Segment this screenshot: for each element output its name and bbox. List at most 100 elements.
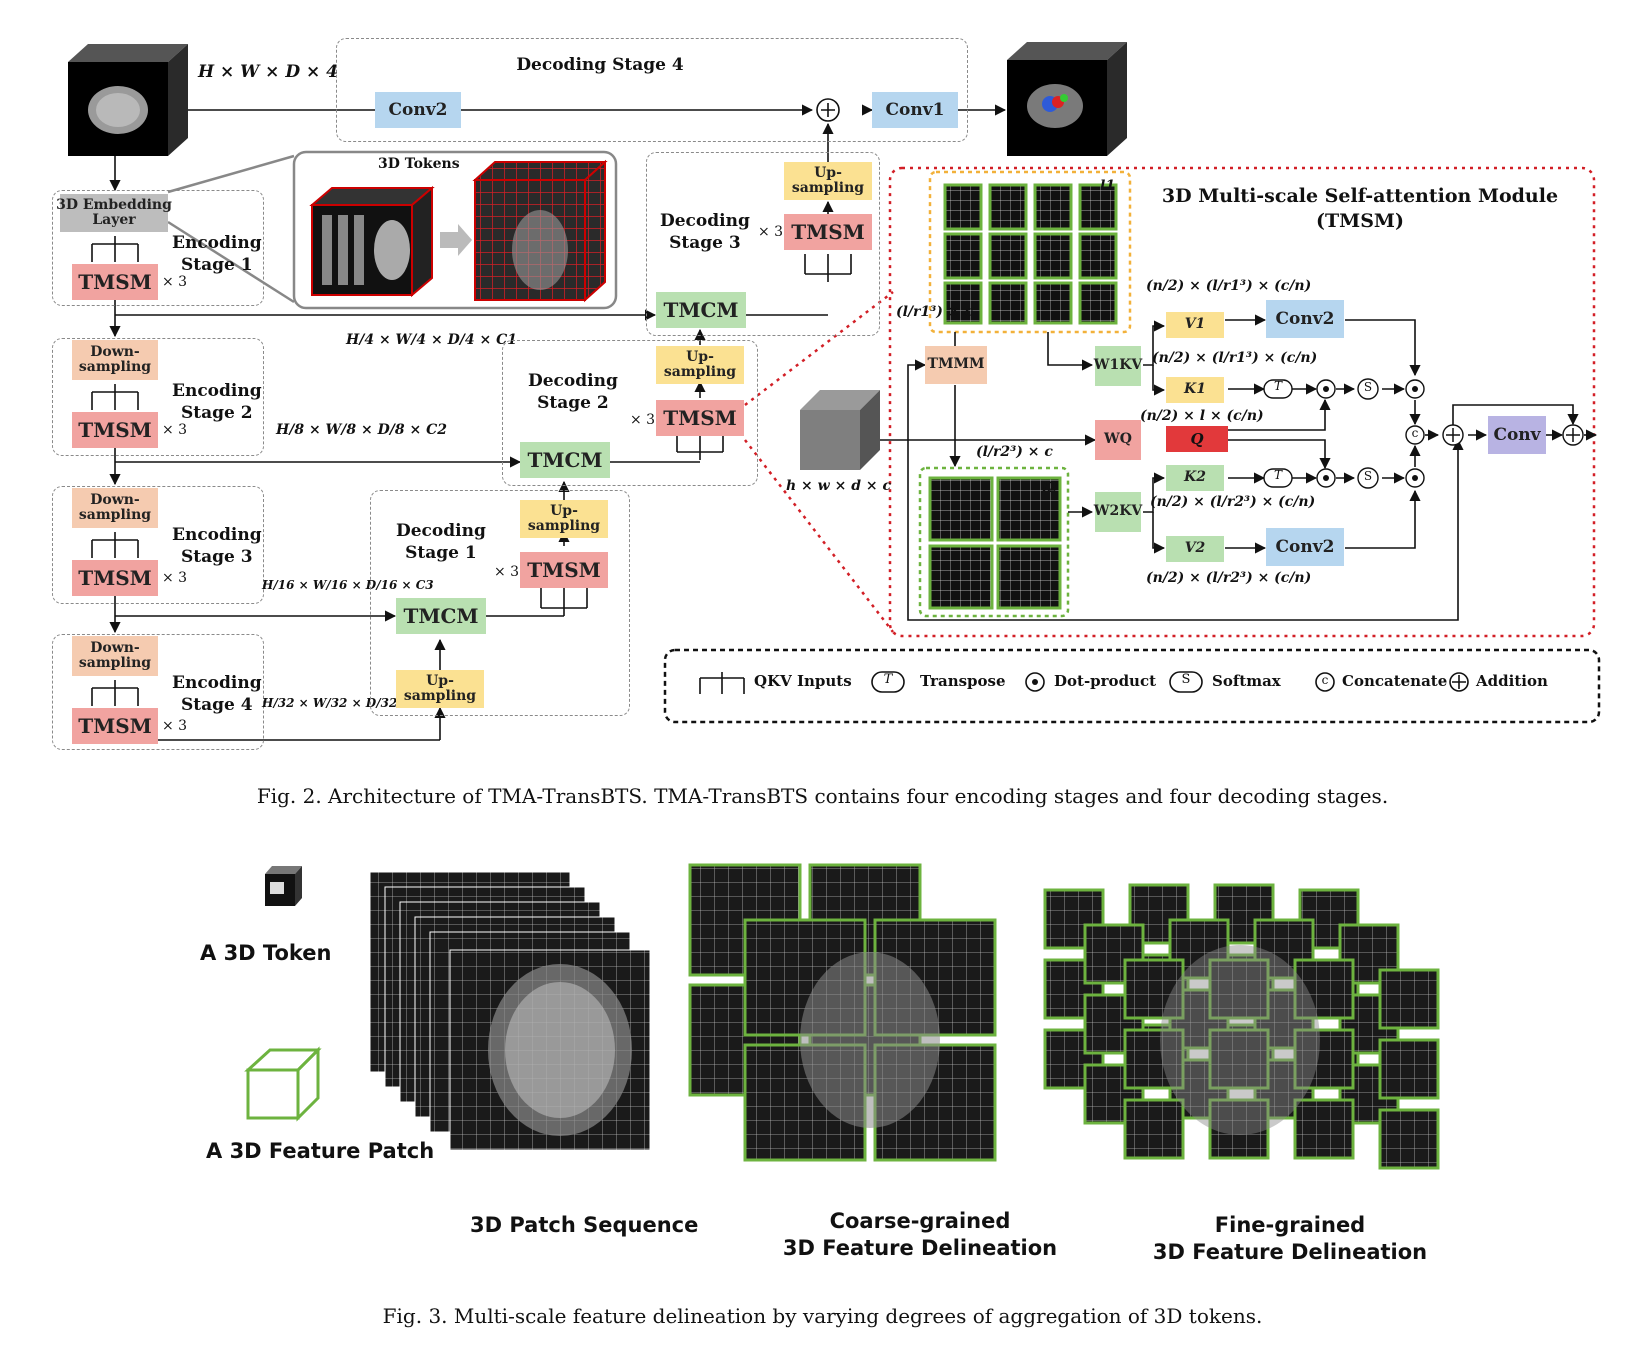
legend-transpose: Transpose — [920, 672, 1006, 690]
repeat-ds2: × 3 — [630, 412, 656, 428]
repeat-3: × 3 — [162, 570, 188, 586]
decoding-stage-2-label: Decoding Stage 2 — [528, 371, 618, 414]
k2-box: K2 — [1166, 465, 1224, 491]
wq-box: WQ — [1095, 420, 1141, 460]
patch-sequence-stack — [369, 871, 651, 1151]
k1-box: K1 — [1166, 377, 1224, 403]
input-dims: H × W × D × 4 — [198, 62, 338, 82]
encoding-stage-1-label: Encoding Stage 1 — [172, 233, 262, 276]
encoder-tmsm-4: TMSM — [72, 708, 158, 744]
legend-t-symbol: T — [883, 672, 893, 687]
q-dim: (n/2) × l × (c/n) — [1140, 408, 1264, 424]
decoder-tmsm-1: TMSM — [520, 552, 608, 588]
fig3-caption: Fig. 3. Multi-scale feature delineation … — [382, 1304, 1263, 1328]
l2-patch-grid — [928, 476, 1062, 610]
encoding-stage-2-frame — [52, 338, 264, 456]
qkv-forks — [91, 236, 139, 706]
encoding-stage-3-frame — [52, 486, 264, 604]
legend-dot: Dot-product — [1054, 672, 1157, 690]
conv1-box: Conv1 — [872, 92, 958, 128]
softmax-symbol-2: S — [1363, 469, 1373, 483]
tmcm-3: TMCM — [656, 292, 746, 328]
down-sampling-2: Down- sampling — [72, 340, 158, 380]
encoding-stage-2-label: Encoding Stage 2 — [172, 381, 262, 424]
output-cube — [1007, 42, 1127, 156]
decoding-stage-1-frame — [370, 490, 630, 716]
decoding-stage-3-label: Decoding Stage 3 — [660, 211, 750, 254]
decoding-stage-1-label: Decoding Stage 1 — [396, 521, 486, 564]
decoder-tmsm-2: TMSM — [656, 400, 744, 436]
repeat-1: × 3 — [162, 274, 188, 290]
k1-dim: (n/2) × (l/r1³) × (c/n) — [1152, 350, 1318, 366]
encoder-tmsm-1: TMSM — [72, 264, 158, 300]
repeat-4: × 3 — [162, 718, 188, 734]
fig2-caption: Fig. 2. Architecture of TMA-TransBTS. TM… — [256, 784, 1389, 808]
decoding-stage-4-frame — [336, 38, 968, 142]
legend-softmax: Softmax — [1212, 672, 1281, 690]
v2-dim: (n/2) × (l/r2³) × (c/n) — [1146, 570, 1312, 586]
k2-dim: (n/2) × (l/r2³) × (c/n) — [1150, 494, 1316, 510]
l2-label: l2 — [1042, 480, 1058, 496]
lr1c-label: (l/r1³) × c — [896, 304, 973, 320]
decoding-stage-4-label: Decoding Stage 4 — [516, 55, 684, 75]
module-input-dims: h × w × d × c — [786, 478, 891, 494]
legend-concat: Concatenate — [1342, 672, 1448, 690]
fine-label: Fine-grained 3D Feature Delineation — [1152, 1213, 1428, 1265]
up-sampling-ds1: Up- sampling — [520, 500, 608, 538]
softmax-symbol-1: S — [1363, 380, 1373, 394]
tokens-grid-cube — [472, 159, 608, 303]
conv-box: Conv — [1488, 416, 1546, 454]
up-sampling-ds2: Up- sampling — [656, 346, 744, 384]
input-cube — [68, 44, 188, 156]
w1kv-box: W1KV — [1094, 346, 1142, 386]
decoding-stage-2-frame — [502, 340, 758, 486]
encoding-stage-4-frame — [52, 634, 264, 750]
conv2-decoding-box: Conv2 — [375, 92, 461, 128]
transpose-symbol-1: T — [1273, 379, 1282, 393]
down-sampling-3: Down- sampling — [72, 488, 158, 528]
dim-e4: H/32 × W/32 × D/32 × C4 — [262, 696, 434, 710]
l1-label: l1 — [1100, 178, 1116, 194]
encoder-tmsm-3: TMSM — [72, 560, 158, 596]
conv2-v2-box: Conv2 — [1266, 528, 1344, 566]
tmcm-2: TMCM — [520, 442, 610, 478]
legend-qkv: QKV Inputs — [754, 672, 852, 690]
encoder-tmsm-2: TMSM — [72, 412, 158, 448]
v2-box: V2 — [1166, 536, 1224, 562]
lr2c-label: (l/r2³) × c — [976, 444, 1053, 460]
v1-dim: (n/2) × (l/r1³) × (c/n) — [1146, 278, 1312, 294]
up-sampling-ds3: Up- sampling — [784, 162, 872, 200]
coarse-label: Coarse-grained 3D Feature Delineation — [782, 1209, 1058, 1261]
patch-label: A 3D Feature Patch — [206, 1139, 435, 1163]
fine-grained-blocks — [1043, 883, 1440, 1170]
tokens-slice-cube — [309, 185, 435, 298]
repeat-ds3: × 3 — [758, 224, 784, 240]
token-icon — [265, 866, 302, 906]
dim-e1: H/4 × W/4 × D/4 × C1 — [346, 332, 517, 348]
feature-patch-icon — [244, 1046, 322, 1122]
legend-add: Addition — [1476, 672, 1548, 690]
tmmm-box: TMMM — [925, 346, 987, 384]
encoding-stage-3-label: Encoding Stage 3 — [172, 525, 262, 568]
embedding-layer-box: 3D Embedding Layer — [56, 194, 172, 232]
encoding-stage-4-label: Encoding Stage 4 — [172, 673, 262, 716]
repeat-ds1: × 3 — [494, 564, 520, 580]
down-sampling-4: Down- sampling — [72, 636, 158, 676]
conv2-v1-box: Conv2 — [1266, 300, 1344, 338]
token-label: A 3D Token — [200, 941, 332, 965]
tmcm-1: TMCM — [396, 598, 486, 634]
decoder-tmsm-3: TMSM — [784, 214, 872, 250]
l1-patch-grid — [943, 183, 1118, 325]
module-title: 3D Multi-scale Self-attention Module (TM… — [1161, 185, 1559, 232]
w2kv-box: W2KV — [1094, 492, 1142, 532]
q-box: Q — [1166, 426, 1228, 452]
transpose-symbol-2: T — [1273, 468, 1282, 482]
coarse-grained-blocks — [688, 863, 997, 1162]
up-sampling-bottom: Up- sampling — [396, 670, 484, 708]
decoding-stage-3-frame — [646, 152, 880, 336]
sequence-label: 3D Patch Sequence — [470, 1213, 699, 1237]
tokens-label: 3D Tokens — [378, 156, 460, 172]
legend-c-symbol: c — [1321, 673, 1329, 687]
concat-symbol: c — [1411, 426, 1419, 440]
